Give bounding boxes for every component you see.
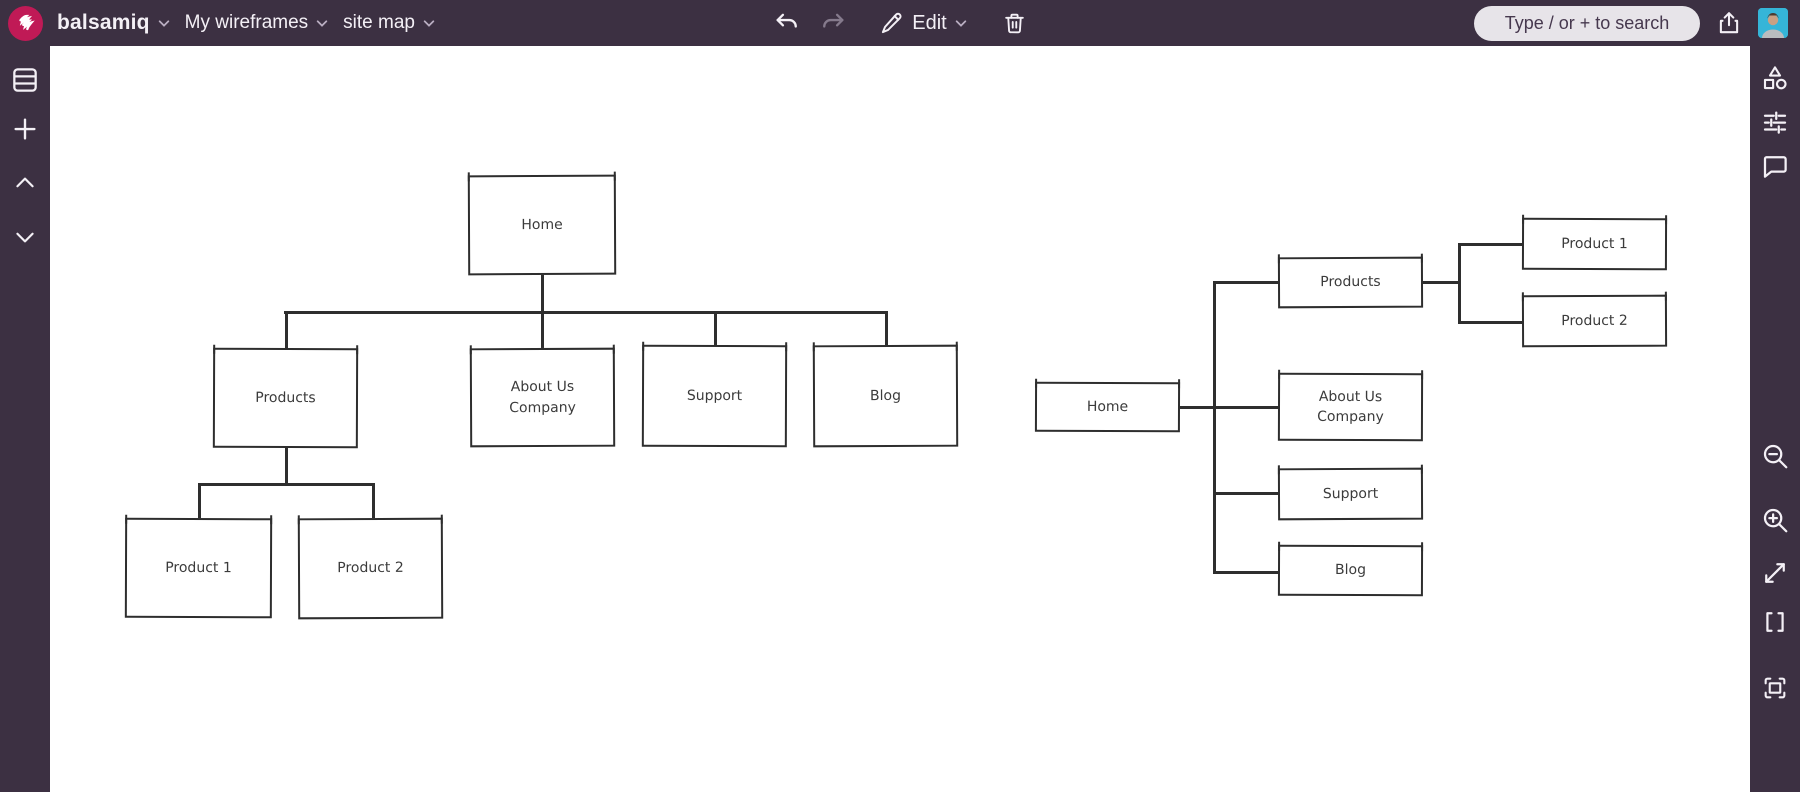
chevron-down-icon [422,16,436,30]
node-label: Home [1086,398,1129,415]
connector-line [1423,281,1461,284]
left-sidebar [0,46,50,792]
trash-button[interactable] [1002,11,1027,36]
pencil-icon [879,10,905,36]
connector-line [198,483,375,486]
page-menu-label: site map [343,12,415,33]
connector-line [284,311,888,314]
comment-icon[interactable] [1760,151,1790,181]
node-label: Product 1 [1561,235,1628,252]
app-menu[interactable]: balsamiq [57,11,171,35]
node-label: About Us Company [509,379,576,416]
connector-line [285,448,288,484]
chevron-down-icon [954,16,968,30]
edit-mode-menu[interactable]: Edit [879,10,967,36]
zoom-out-icon[interactable] [1760,441,1790,471]
sitemap-node-about-us[interactable]: About Us Company [1277,372,1424,442]
chevron-down-icon [315,16,329,30]
node-label: Product 2 [1561,312,1628,329]
sitemap-node-support[interactable]: Support [641,344,788,448]
connector-line [1458,243,1461,324]
add-icon[interactable] [10,114,40,144]
node-label: Product 1 [165,559,232,576]
chevron-up-icon[interactable] [12,170,38,196]
properties-sliders-icon[interactable] [1760,107,1790,137]
connector-line [1213,492,1278,495]
project-menu-label: My wireframes [184,12,309,33]
project-menu[interactable]: My wireframes [185,12,330,34]
connector-line [1180,406,1278,409]
app-name: balsamiq [57,11,150,34]
chevron-down-icon[interactable] [12,224,38,250]
node-label: Product 2 [337,560,404,577]
sitemap-node-about-us[interactable]: About Us Company [469,347,616,448]
node-label: Products [255,389,316,406]
fit-screen-icon[interactable] [1761,674,1789,702]
user-avatar[interactable] [1758,8,1788,38]
sitemap-node-support[interactable]: Support [1277,467,1424,521]
search-input[interactable] [1474,5,1700,41]
sitemap-node-blog[interactable]: Blog [1277,544,1424,597]
sitemap-node-product-1[interactable]: Product 1 [1521,217,1668,271]
node-label: Support [686,387,743,404]
connector-line [285,311,288,350]
sitemap-node-home[interactable]: Home [1034,381,1181,433]
share-icon[interactable] [1716,10,1742,36]
sitemap-node-products[interactable]: Products [1277,256,1424,309]
chevron-down-icon [157,16,171,30]
brackets-icon[interactable] [1761,608,1789,636]
node-label: Support [1322,485,1379,502]
connector-line [1213,281,1216,574]
sitemap-node-products[interactable]: Products [212,347,359,449]
node-label: About Us Company [1317,388,1384,426]
sitemap-node-product-2[interactable]: Product 2 [1521,294,1668,348]
pages-list-icon[interactable] [9,64,41,96]
connector-line [1458,243,1522,246]
connector-line [1458,321,1522,324]
connector-line [198,483,201,520]
wireframe-canvas[interactable]: Home Products About Us Company Support B… [50,46,1750,792]
sitemap-node-product-1[interactable]: Product 1 [124,517,273,619]
balsamiq-logo-icon[interactable] [8,5,43,41]
zoom-in-icon[interactable] [1760,505,1790,535]
connector-line [885,311,888,347]
redo-button[interactable] [819,9,847,37]
node-label: Blog [869,387,902,404]
undo-button[interactable] [773,9,801,37]
node-label: Home [521,216,563,233]
sitemap-node-blog[interactable]: Blog [812,344,959,448]
connector-line [714,311,717,347]
top-toolbar: balsamiq My wireframes site map [0,0,1800,46]
sitemap-node-home[interactable]: Home [467,174,617,276]
page-menu[interactable]: site map [343,12,436,34]
edit-label: Edit [912,11,947,34]
sitemap-node-product-2[interactable]: Product 2 [297,517,444,620]
right-sidebar [1750,46,1800,792]
ui-library-shapes-icon[interactable] [1760,63,1790,93]
expand-icon[interactable] [1761,559,1789,587]
connector-line [372,483,375,520]
connector-line [1213,571,1278,574]
node-label: Blog [1334,562,1366,579]
node-label: Products [1320,274,1381,291]
connector-line [1213,281,1278,284]
